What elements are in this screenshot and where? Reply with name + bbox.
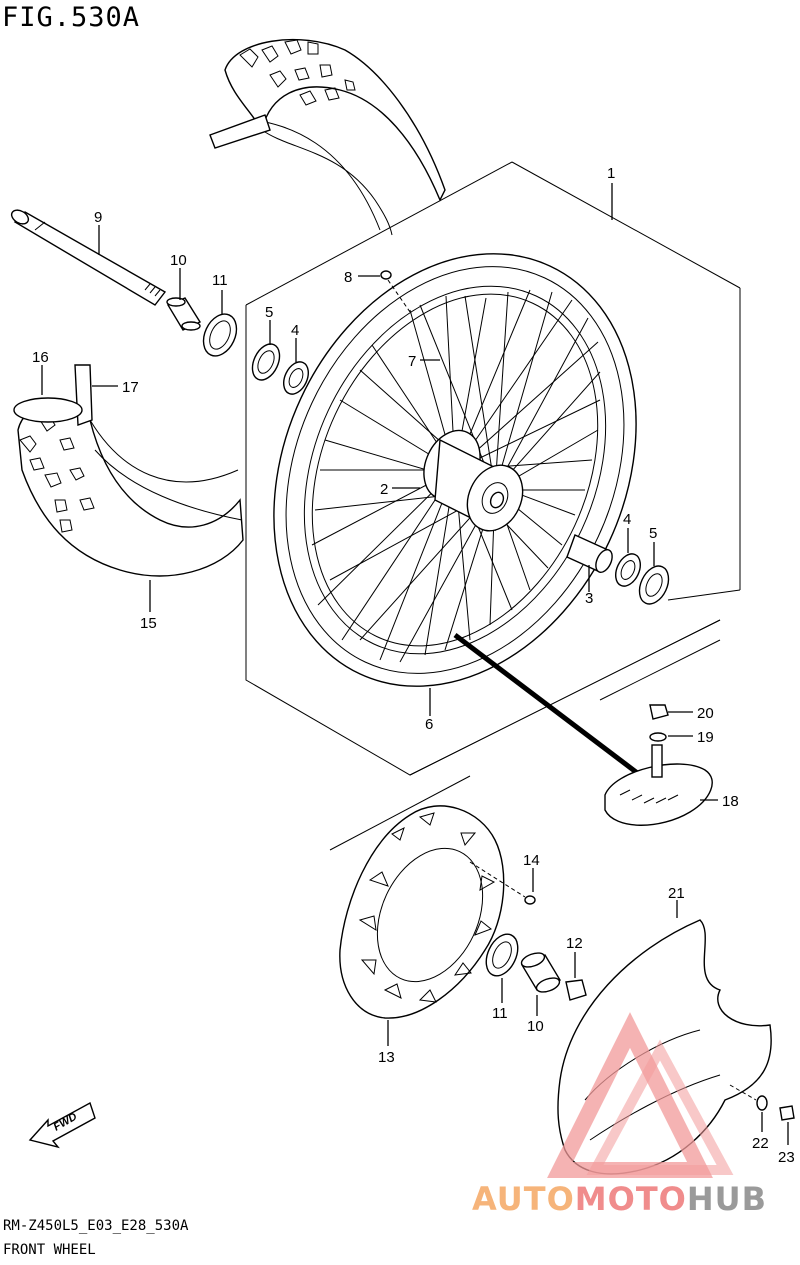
callout-4-left: 4	[291, 322, 299, 339]
model-code: RM-Z450L5_E03_E28_530A	[3, 1218, 189, 1234]
callout-labels: 1 2 3 4 4 5 5 6 7 8 9 10 10 11 11 12 13 …	[32, 165, 795, 1166]
callout-15: 15	[140, 615, 157, 632]
seal-bearing-left	[251, 343, 309, 395]
figure-title: FIG.530A	[2, 2, 141, 33]
callout-12: 12	[566, 935, 583, 952]
callout-16: 16	[32, 349, 49, 366]
callout-20: 20	[697, 705, 714, 722]
callout-2: 2	[380, 481, 388, 498]
callout-5-left: 5	[265, 304, 273, 321]
rim-lock	[604, 704, 713, 826]
callout-5-right: 5	[649, 525, 657, 542]
tube-pointer	[453, 633, 642, 777]
callout-10-bottom: 10	[527, 1018, 544, 1035]
wheel-assembly-frame	[245, 161, 741, 851]
callout-23: 23	[778, 1149, 795, 1166]
callout-17: 17	[122, 379, 139, 396]
tire-top	[209, 38, 446, 236]
callout-10-top: 10	[170, 252, 187, 269]
spoke-nipple	[380, 270, 411, 313]
callout-22: 22	[752, 1135, 769, 1152]
callout-18: 18	[722, 793, 739, 810]
callout-1: 1	[607, 165, 615, 182]
figure-name: FRONT WHEEL	[3, 1242, 96, 1258]
spacer-bearing-right	[566, 534, 670, 605]
callout-9: 9	[94, 209, 102, 226]
callout-7: 7	[408, 353, 416, 370]
collar-top	[166, 297, 202, 331]
callout-14: 14	[523, 852, 540, 869]
watermark-part-3: HUB	[686, 1180, 768, 1218]
callout-11-top: 11	[212, 272, 228, 289]
lower-seal-collar-nut	[485, 933, 587, 1001]
watermark-logo-icon	[547, 1012, 734, 1178]
wheel-hub	[423, 429, 524, 532]
callout-3: 3	[585, 590, 593, 607]
callout-13: 13	[378, 1049, 395, 1066]
callout-8: 8	[344, 269, 352, 286]
seal-top	[202, 313, 238, 357]
watermark-part-2: MOTO	[574, 1180, 687, 1218]
front-axle	[10, 209, 167, 306]
watermark-text: AUTOMOTOHUB	[472, 1180, 767, 1218]
callout-11-bottom: 11	[492, 1005, 508, 1022]
callout-6: 6	[425, 716, 433, 733]
fwd-arrow-icon: FWD	[28, 1101, 96, 1149]
tire-left	[13, 364, 244, 577]
cover-washer-bolt	[729, 1084, 795, 1121]
watermark-part-1: AUTO	[472, 1180, 575, 1218]
callout-4-right: 4	[623, 511, 631, 528]
brake-disc	[339, 805, 505, 1019]
leader-lines	[41, 183, 789, 1145]
callout-19: 19	[697, 729, 714, 746]
callout-21: 21	[668, 885, 685, 902]
disc-bolt	[469, 861, 536, 905]
